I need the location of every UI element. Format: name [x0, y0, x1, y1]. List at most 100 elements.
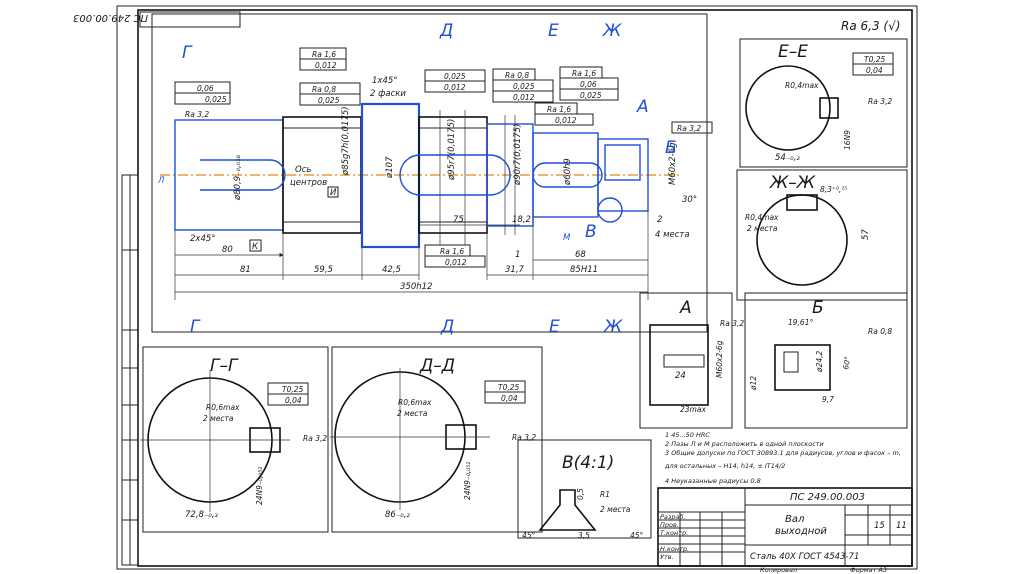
tb-r8: Т.контр. — [660, 529, 688, 537]
dim-80: 80 — [222, 245, 233, 255]
letter-d-bottom: Д — [440, 317, 454, 337]
dimension-lines — [174, 210, 649, 300]
section-dd-title: Д–Д — [419, 356, 455, 376]
view-b-body — [774, 344, 831, 391]
gg-key: 24N9₋₀,₀₅₂ — [255, 467, 264, 505]
note-2: 2 Пазы Л и М расположить в одной плоскос… — [665, 440, 824, 448]
view-b-frame — [744, 292, 908, 429]
zz-r: R0,4max — [745, 213, 779, 222]
b-60: 60° — [841, 355, 852, 370]
tol-12: 0,012 — [445, 258, 467, 267]
dd-r: R0,6max — [398, 398, 432, 407]
v-r1: R1 — [600, 490, 610, 499]
view-a-frame — [639, 292, 733, 429]
tb-r9: Н.контр. — [660, 545, 689, 553]
dim-d85: ø85g7h(0,0175) — [341, 106, 351, 176]
letter-m: М — [563, 233, 571, 243]
letter-a: А — [636, 97, 649, 117]
shaft-body — [174, 102, 649, 249]
section-ee-title: Е–Е — [778, 42, 808, 62]
tb-designation: ПС 249.00.003 — [790, 492, 865, 503]
v-05: 0,5 — [576, 488, 585, 500]
dim-d80: ø80,9₋₀,₀₁₈ — [233, 154, 243, 201]
main-view-frame — [151, 13, 708, 333]
letter-zh-bottom: Ж — [603, 317, 623, 337]
tol-1: 0,06 — [197, 84, 214, 93]
dim-42-5: 42,5 — [382, 265, 401, 275]
view-v-frame — [517, 439, 652, 539]
tb-material: Сталь 40Х ГОСТ 4543-71 — [750, 552, 859, 562]
tolerance-frames — [174, 47, 713, 268]
letter-e-top: Е — [548, 21, 559, 41]
dd-ra: Ra 3,2 — [512, 433, 536, 442]
tb-r17: Формат А3 — [850, 566, 887, 574]
dim-85h11: 85H11 — [570, 265, 598, 275]
zz-places: 2 места — [747, 224, 778, 233]
gg-tol-v: 0,04 — [285, 396, 302, 405]
a-23: 23max — [680, 405, 706, 414]
dd-places: 2 места — [397, 409, 428, 418]
dim-18-2: 18,2 — [512, 215, 531, 225]
tol-ra16-b: Ra 1,6 — [572, 69, 596, 78]
dim-d95: ø95r7(0,0175) — [447, 119, 457, 181]
zz-width: 57 — [861, 229, 871, 240]
section-ee-circle — [745, 65, 831, 151]
section-zz-circle — [756, 194, 848, 286]
section-gg-title: Г–Г — [210, 356, 239, 376]
ee-ra: Ra 3,2 — [868, 97, 892, 106]
dim-350h12: 350h12 — [400, 282, 432, 292]
dim-1: 1 — [515, 250, 520, 260]
view-v-title: В(4:1) — [562, 453, 614, 473]
datum-i: И — [330, 188, 337, 198]
note-4: для остальных – Н14, h14, ± IT14/2 — [664, 462, 785, 470]
tol-ra32-b: Ra 3,2 — [185, 110, 209, 119]
view-v-profile — [538, 489, 597, 531]
gg-r: R0,6max — [206, 403, 240, 412]
tb-r6: Разраб. — [660, 513, 686, 521]
tol-9: 0,06 — [580, 80, 597, 89]
tb-sheets: 11 — [896, 521, 907, 531]
tb-name-1: Вал — [785, 514, 805, 525]
dim-2x45: 2x45° — [190, 234, 216, 244]
tb-r10: Утв. — [660, 553, 674, 561]
dim-d60: ø60h9 — [563, 158, 573, 186]
dim-31-7: 31,7 — [505, 265, 525, 275]
dim-m60: M60x2-6g — [668, 142, 678, 185]
v-45a: 45° — [522, 531, 536, 540]
letter-v: В — [585, 222, 597, 242]
b-d: ø12 — [749, 376, 758, 391]
view-a-body — [649, 324, 709, 406]
tol-3: 0,012 — [315, 61, 337, 70]
technical-notes: 1 45...50 HRC 2 Пазы Л и М расположить в… — [664, 431, 901, 485]
dd-tol-v: 0,04 — [501, 394, 518, 403]
ee-tol-v: 0,04 — [866, 66, 883, 75]
dd-tol-t: T0,25 — [498, 383, 520, 392]
ee-tol-t: T0,25 — [864, 55, 886, 64]
gg-ra: Ra 3,2 — [303, 434, 327, 443]
dim-4-places: 4 места — [655, 230, 690, 240]
tol-7: 0,025 — [513, 82, 535, 91]
dim-r2: 2 — [657, 215, 662, 225]
zz-b: 8,3⁺⁰,¹⁵ — [820, 185, 847, 194]
dim-81: 81 — [240, 265, 251, 275]
v-places: 2 места — [600, 505, 631, 514]
tol-ra08-b: Ra 0,8 — [505, 71, 529, 80]
b-ra: Ra 0,8 — [868, 327, 892, 336]
gg-tol-t: T0,25 — [282, 385, 304, 394]
letter-g-bottom: Г — [190, 317, 201, 337]
letter-e-bottom: Е — [549, 317, 560, 337]
tol-5: 0,025 — [444, 72, 466, 81]
dd-key: 24N9₋₀,₀₅₂ — [463, 462, 472, 500]
dim-75: 75 — [453, 215, 464, 225]
tb-name-2: выходной — [775, 526, 827, 537]
tol-11: 0,012 — [555, 116, 577, 125]
view-b-title: Б — [812, 298, 824, 318]
ee-width: 54₋₀,₂ — [775, 153, 800, 163]
b-d2: ø24,2 — [815, 350, 824, 373]
dim-59-5: 59,5 — [314, 265, 333, 275]
axis-note-1: Ось — [295, 165, 311, 175]
tol-6: 0,012 — [444, 83, 466, 92]
dd-width: 86₋₀,₂ — [385, 510, 410, 520]
tol-4: 0,025 — [318, 96, 340, 105]
title-block — [657, 487, 913, 567]
